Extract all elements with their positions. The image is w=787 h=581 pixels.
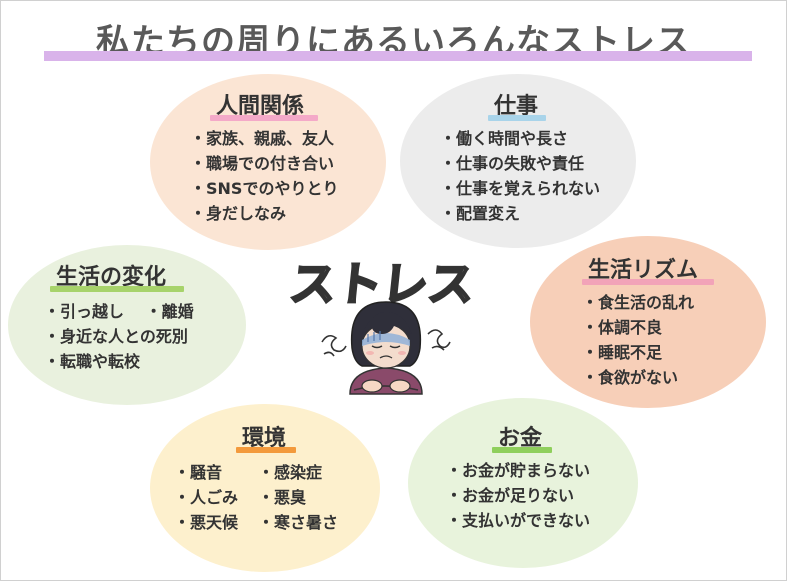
bubble-label: 人間関係	[216, 94, 305, 119]
list-item: ・職場での付き合い	[190, 154, 335, 173]
list-item: ・配置変え	[440, 204, 521, 223]
list-item: ・働く時間や長さ	[440, 129, 569, 148]
bubble-label: お金	[498, 426, 543, 451]
bubble-list: ・騒音 ・感染症 ・人ごみ ・悪臭 ・悪天候 ・寒さ暑さ	[174, 460, 348, 535]
bubble-life-changes: 生活の変化 ・引っ越し ・離婚 ・身近な人との死別 ・転職や転校	[8, 245, 246, 405]
label-underline	[236, 447, 296, 453]
list-item: ・SNSでのやりとり	[190, 179, 339, 198]
list-item: ・引っ越し ・離婚	[44, 302, 194, 321]
scribble-icon	[321, 329, 451, 357]
bubble-label: 生活リズム	[588, 258, 699, 283]
list-item: ・身だしなみ	[190, 204, 287, 223]
label-underline	[492, 447, 552, 453]
label-underline	[582, 279, 714, 285]
bubble-environment: 環境 ・騒音 ・感染症 ・人ごみ ・悪臭 ・悪天候 ・寒さ暑さ	[150, 404, 380, 572]
list-item: ・食欲がない	[582, 368, 679, 387]
list-item: ・お金が足りない	[446, 486, 575, 505]
stressed-girl-illustration	[321, 301, 451, 395]
list-item: ・寒さ暑さ	[258, 513, 339, 532]
list-item: ・睡眠不足	[582, 343, 663, 362]
bubble-list: ・働く時間や長さ ・仕事の失敗や責任 ・仕事を覚えられない ・配置変え	[440, 126, 600, 226]
label-underline	[50, 286, 184, 292]
list-item: ・体調不良	[582, 318, 663, 337]
bubble-label: 仕事	[494, 94, 539, 119]
list-item: ・仕事の失敗や責任	[440, 154, 585, 173]
list-item: ・感染症	[258, 463, 323, 482]
title-underline-bar	[44, 51, 752, 61]
list-item: ・お金が貯まらない	[446, 461, 591, 480]
label-underline	[488, 115, 546, 121]
label-underline	[210, 115, 318, 121]
bubble-human-relations: 人間関係 ・家族、親戚、友人 ・職場での付き合い ・SNSでのやりとり ・身だし…	[150, 74, 386, 250]
list-item: ・人ごみ	[174, 488, 239, 507]
list-item: ・食生活の乱れ	[582, 293, 695, 312]
list-item: ・家族、親戚、友人	[190, 129, 335, 148]
list-item: ・悪天候	[174, 513, 239, 532]
bubble-label: 生活の変化	[56, 265, 167, 290]
list-item: ・身近な人との死別	[44, 327, 188, 346]
bubble-work: 仕事 ・働く時間や長さ ・仕事の失敗や責任 ・仕事を覚えられない ・配置変え	[400, 74, 636, 248]
bubble-label: 環境	[242, 426, 287, 451]
bubble-life-rhythm: 生活リズム ・食生活の乱れ ・体調不良 ・睡眠不足 ・食欲がない	[530, 236, 766, 408]
list-item: ・支払いができない	[446, 511, 591, 530]
list-item: ・悪臭	[258, 488, 307, 507]
bubble-list: ・引っ越し ・離婚 ・身近な人との死別 ・転職や転校	[44, 299, 194, 374]
bubble-list: ・家族、親戚、友人 ・職場での付き合い ・SNSでのやりとり ・身だしなみ	[190, 126, 338, 226]
list-item: ・転職や転校	[44, 352, 141, 371]
list-item: ・騒音	[174, 463, 223, 482]
bubble-money: お金 ・お金が貯まらない ・お金が足りない ・支払いができない	[408, 398, 638, 568]
bubble-list: ・お金が貯まらない ・お金が足りない ・支払いができない	[446, 458, 590, 533]
list-item: ・仕事を覚えられない	[440, 179, 601, 198]
bubble-list: ・食生活の乱れ ・体調不良 ・睡眠不足 ・食欲がない	[582, 290, 694, 390]
